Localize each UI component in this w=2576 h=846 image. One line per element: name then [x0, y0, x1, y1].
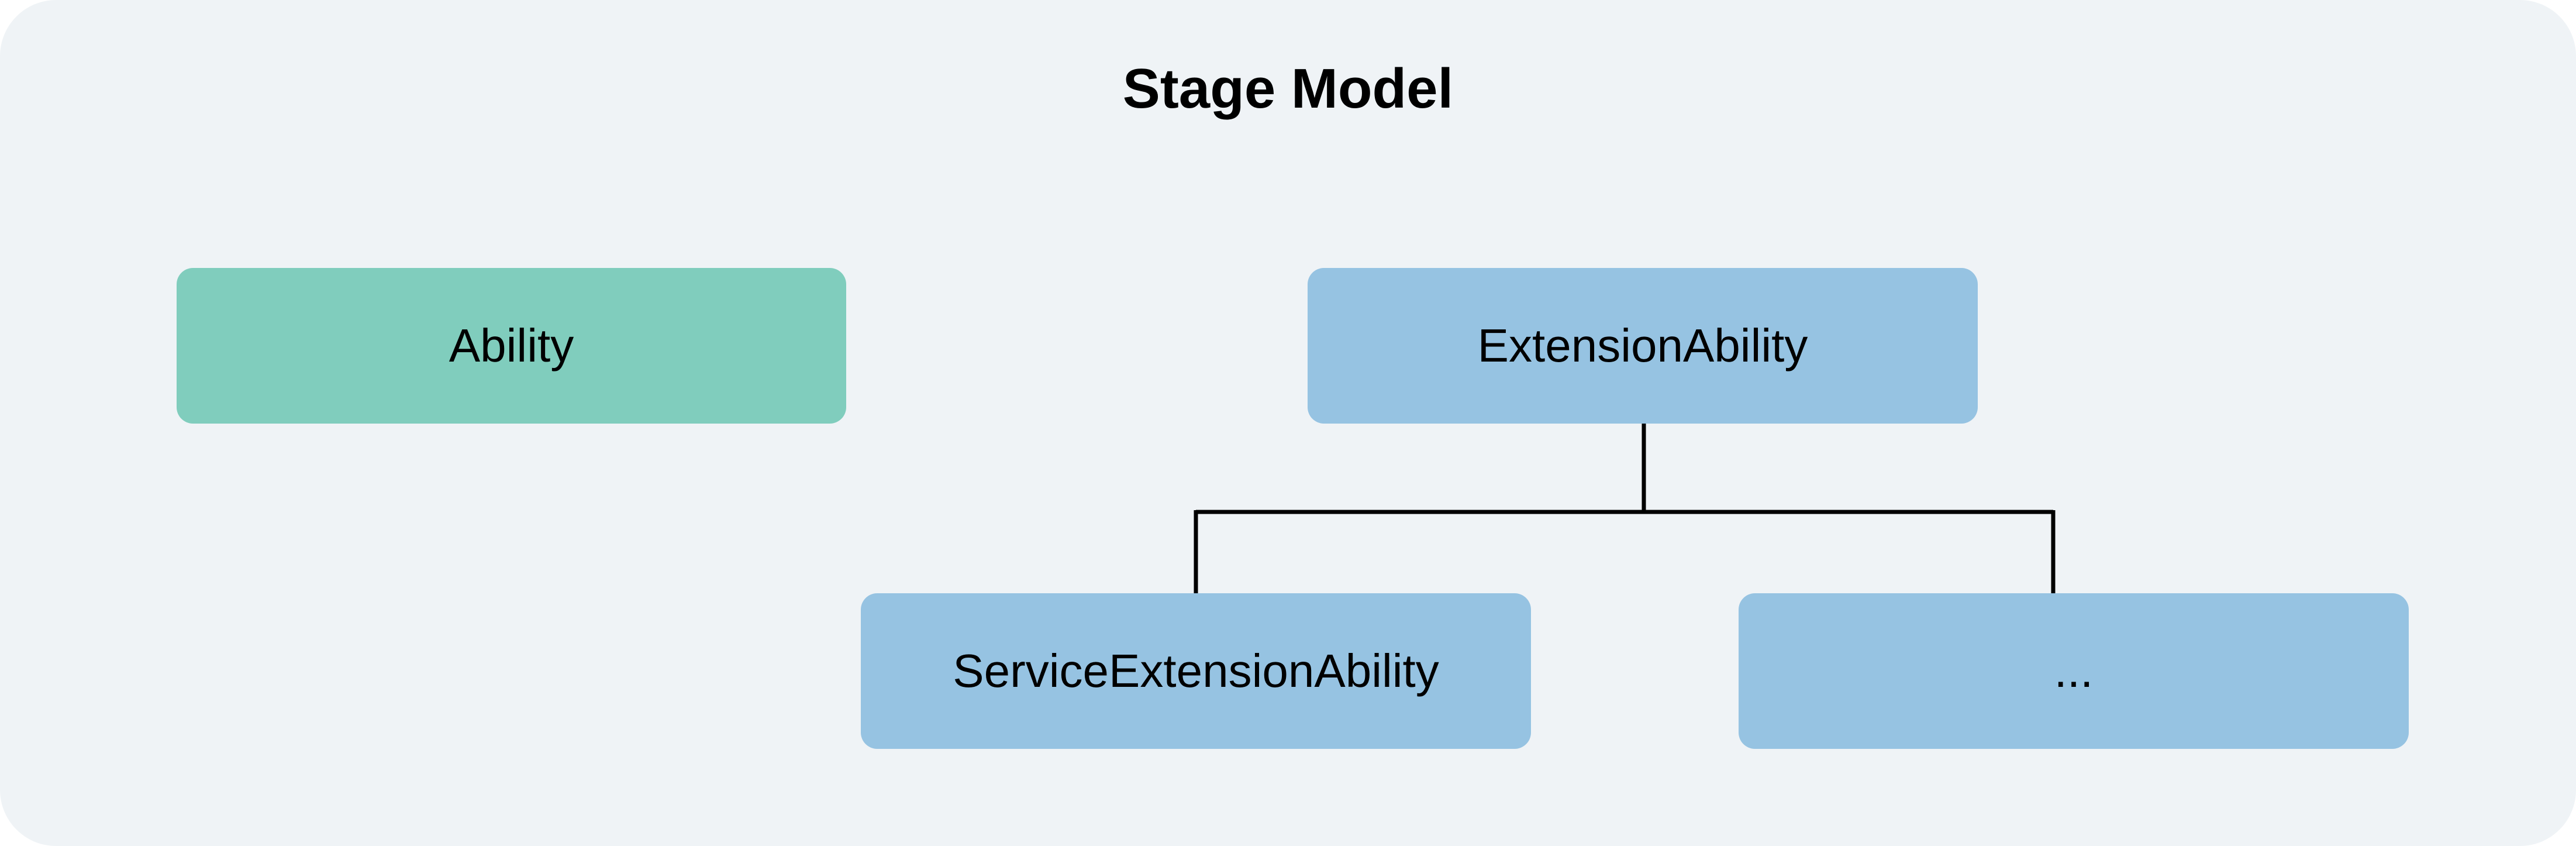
node-service-extension-ability-label: ServiceExtensionAbility [953, 645, 1439, 697]
node-service-extension-ability: ServiceExtensionAbility [861, 593, 1531, 749]
node-more: ... [1739, 593, 2409, 749]
node-ability: Ability [177, 268, 846, 424]
node-ability-label: Ability [449, 319, 574, 372]
diagram-title: Stage Model [1122, 57, 1454, 120]
node-extension-ability: ExtensionAbility [1308, 268, 1978, 424]
node-extension-ability-label: ExtensionAbility [1477, 319, 1808, 372]
node-more-label: ... [2054, 645, 2094, 697]
